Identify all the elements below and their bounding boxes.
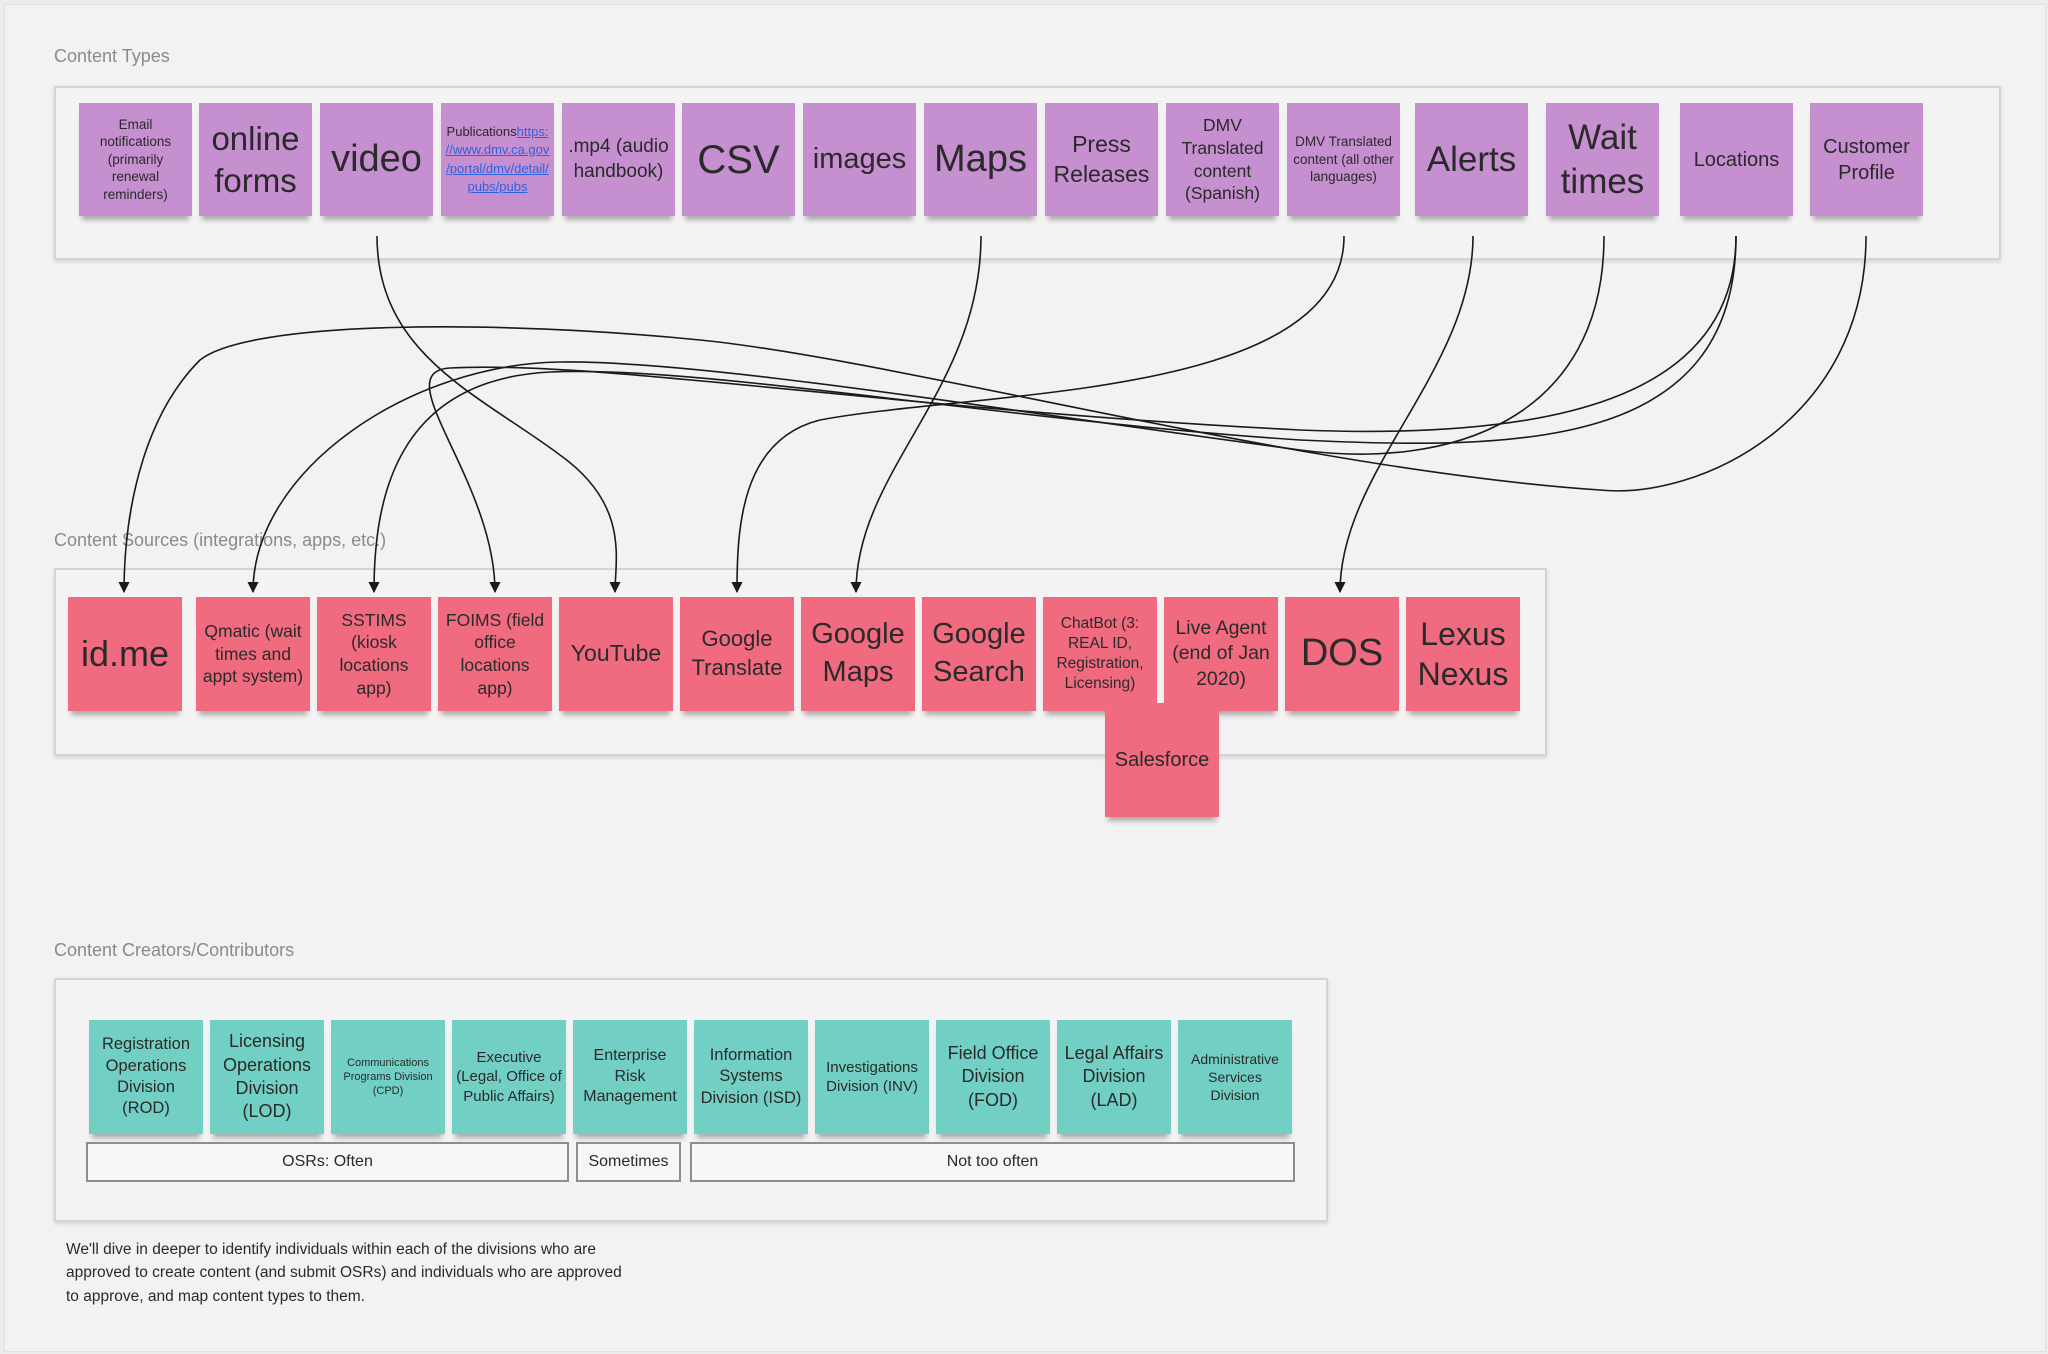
group-not-too-often-label: Not too often [946,1153,1039,1170]
sticky-isd[interactable]: Information Systems Division (ISD) [694,1020,808,1134]
sticky-dos-label: DOS [1300,632,1384,675]
sticky-isd-label: Information Systems Division (ISD) [700,1045,802,1107]
sticky-erm[interactable]: Enterprise Risk Management [573,1020,687,1134]
content-creators-heading: Content Creators/Contributors [54,940,295,960]
connector-locations-foims[interactable] [428,235,1737,594]
sticky-dmv-spanish-label: DMV Translated content (Spanish) [1181,115,1264,204]
group-sometimes-label: Sometimes [588,1153,669,1170]
sticky-maps-label: Maps [934,137,1027,180]
sticky-foims[interactable]: FOIMS (field office locations app) [438,597,552,711]
sticky-dmv-other-label: DMV Translated content (all other langua… [1293,134,1394,185]
group-often-label: OSRs: Often [282,1153,373,1170]
sticky-live-agent-label: Live Agent (end of Jan 2020) [1172,616,1270,690]
sticky-idme-label: id.me [80,632,170,674]
sticky-wait-times[interactable]: Wait times [1546,103,1659,216]
sticky-chatbot-label: ChatBot (3: REAL ID, Registration, Licen… [1056,614,1144,693]
sticky-inv[interactable]: Investigations Division (INV) [815,1020,929,1134]
group-box-often[interactable]: OSRs: Often [86,1142,569,1182]
sticky-lad-label: Legal Affairs Division (LAD) [1064,1042,1164,1110]
sticky-lexus-nexus[interactable]: Lexus Nexus [1406,597,1520,711]
sticky-publications-label: Publications [446,124,517,140]
sticky-rod-label: Registration Operations Division (ROD) [101,1035,191,1118]
sticky-press-releases[interactable]: Press Releases [1045,103,1158,216]
sticky-online-forms-label: online forms [211,120,300,199]
sticky-video-label: video [331,137,422,180]
connector-wait-times-qmatic[interactable] [247,235,1605,594]
sticky-maps[interactable]: Maps [924,103,1037,216]
sticky-google-translate[interactable]: Google Translate [680,597,794,711]
connector-dmv-other-google-translate[interactable] [731,235,1345,594]
sticky-executive-label: Executive (Legal, Office of Public Affai… [456,1048,562,1105]
sticky-customer-profile-label: Customer Profile [1823,135,1910,184]
sticky-salesforce-label: Salesforce [1114,749,1210,771]
sticky-lexus-nexus-label: Lexus Nexus [1417,616,1509,692]
sticky-youtube[interactable]: YouTube [559,597,673,711]
sticky-asd[interactable]: Administrative Services Division [1178,1020,1292,1134]
sticky-fod[interactable]: Field Office Division (FOD) [936,1020,1050,1134]
sticky-google-search-label: Google Search [932,618,1026,688]
sticky-csv[interactable]: CSV [682,103,795,216]
sticky-sstims[interactable]: SSTIMS (kiosk locations app) [317,597,431,711]
sticky-erm-label: Enterprise Risk Management [583,1046,677,1106]
sticky-salesforce[interactable]: Salesforce [1105,703,1219,817]
publications-link[interactable]: https://www.dmv.ca.gov/portal/dmv/detail… [445,124,550,194]
sticky-idme[interactable]: id.me [68,597,182,711]
sticky-csv-label: CSV [697,137,780,182]
sticky-lod-label: Licensing Operations Division (LOD) [222,1031,312,1122]
sticky-mp4-audio-handbook[interactable]: .mp4 (audio handbook) [562,103,675,216]
sticky-images[interactable]: images [803,103,916,216]
sticky-locations-label: Locations [1693,148,1780,171]
sticky-video[interactable]: video [320,103,433,216]
sticky-asd-label: Administrative Services Division [1191,1050,1279,1104]
sticky-online-forms[interactable]: online forms [199,103,312,216]
content-sources-heading: Content Sources (integrations, apps, etc… [54,530,387,550]
note-text: We'll dive in deeper to identify individ… [66,1241,622,1305]
sticky-inv-label: Investigations Division (INV) [826,1058,918,1096]
connector-video-youtube[interactable] [376,235,621,594]
sticky-lod[interactable]: Licensing Operations Division (LOD) [210,1020,324,1134]
sticky-publications[interactable]: Publicationshttps://www.dmv.ca.gov/porta… [441,103,554,216]
sticky-email-notifications-label: Email notifications (primarily renewal r… [99,116,172,202]
sticky-chatbot[interactable]: ChatBot (3: REAL ID, Registration, Licen… [1043,597,1157,711]
connector-alerts-dos[interactable] [1334,235,1474,594]
group-box-sometimes[interactable]: Sometimes [576,1142,681,1182]
sticky-cpd-label: Communications Programs Division (CPD) [343,1056,433,1098]
sticky-alerts-label: Alerts [1426,139,1517,179]
sticky-customer-profile[interactable]: Customer Profile [1810,103,1923,216]
sticky-youtube-label: YouTube [570,640,662,667]
sticky-foims-label: FOIMS (field office locations app) [445,609,545,698]
sticky-sstims-label: SSTIMS (kiosk locations app) [339,609,409,698]
sticky-fod-label: Field Office Division (FOD) [947,1042,1039,1110]
sticky-live-agent[interactable]: Live Agent (end of Jan 2020) [1164,597,1278,711]
sticky-dos[interactable]: DOS [1285,597,1399,711]
sticky-publications-text: Publicationshttps://www.dmv.ca.gov/porta… [445,123,550,196]
connector-locations-sstims[interactable] [368,235,1737,594]
sticky-locations[interactable]: Locations [1680,103,1793,216]
connector-maps-google-maps[interactable] [850,235,982,594]
sticky-google-search[interactable]: Google Search [922,597,1036,711]
sticky-email-notifications[interactable]: Email notifications (primarily renewal r… [79,103,192,216]
sticky-qmatic[interactable]: Qmatic (wait times and appt system) [196,597,310,711]
sticky-mp4-label: .mp4 (audio handbook) [568,135,669,182]
sticky-google-maps[interactable]: Google Maps [801,597,915,711]
sticky-press-releases-label: Press Releases [1053,130,1150,187]
sticky-dmv-translated-spanish[interactable]: DMV Translated content (Spanish) [1166,103,1279,216]
sticky-executive[interactable]: Executive (Legal, Office of Public Affai… [452,1020,566,1134]
connector-customer-profile-idme[interactable] [118,235,1867,594]
sticky-google-translate-label: Google Translate [691,626,783,680]
sticky-lad[interactable]: Legal Affairs Division (LAD) [1057,1020,1171,1134]
sticky-wait-times-label: Wait times [1560,117,1645,201]
sticky-alerts[interactable]: Alerts [1415,103,1528,216]
content-types-heading: Content Types [54,46,170,66]
group-box-not-too-often[interactable]: Not too often [690,1142,1295,1182]
sticky-dmv-translated-other[interactable]: DMV Translated content (all other langua… [1287,103,1400,216]
sticky-cpd[interactable]: Communications Programs Division (CPD) [331,1020,445,1134]
sticky-google-maps-label: Google Maps [811,618,905,688]
sticky-qmatic-label: Qmatic (wait times and appt system) [202,620,304,687]
sticky-images-label: images [812,142,907,175]
sticky-rod[interactable]: Registration Operations Division (ROD) [89,1020,203,1134]
